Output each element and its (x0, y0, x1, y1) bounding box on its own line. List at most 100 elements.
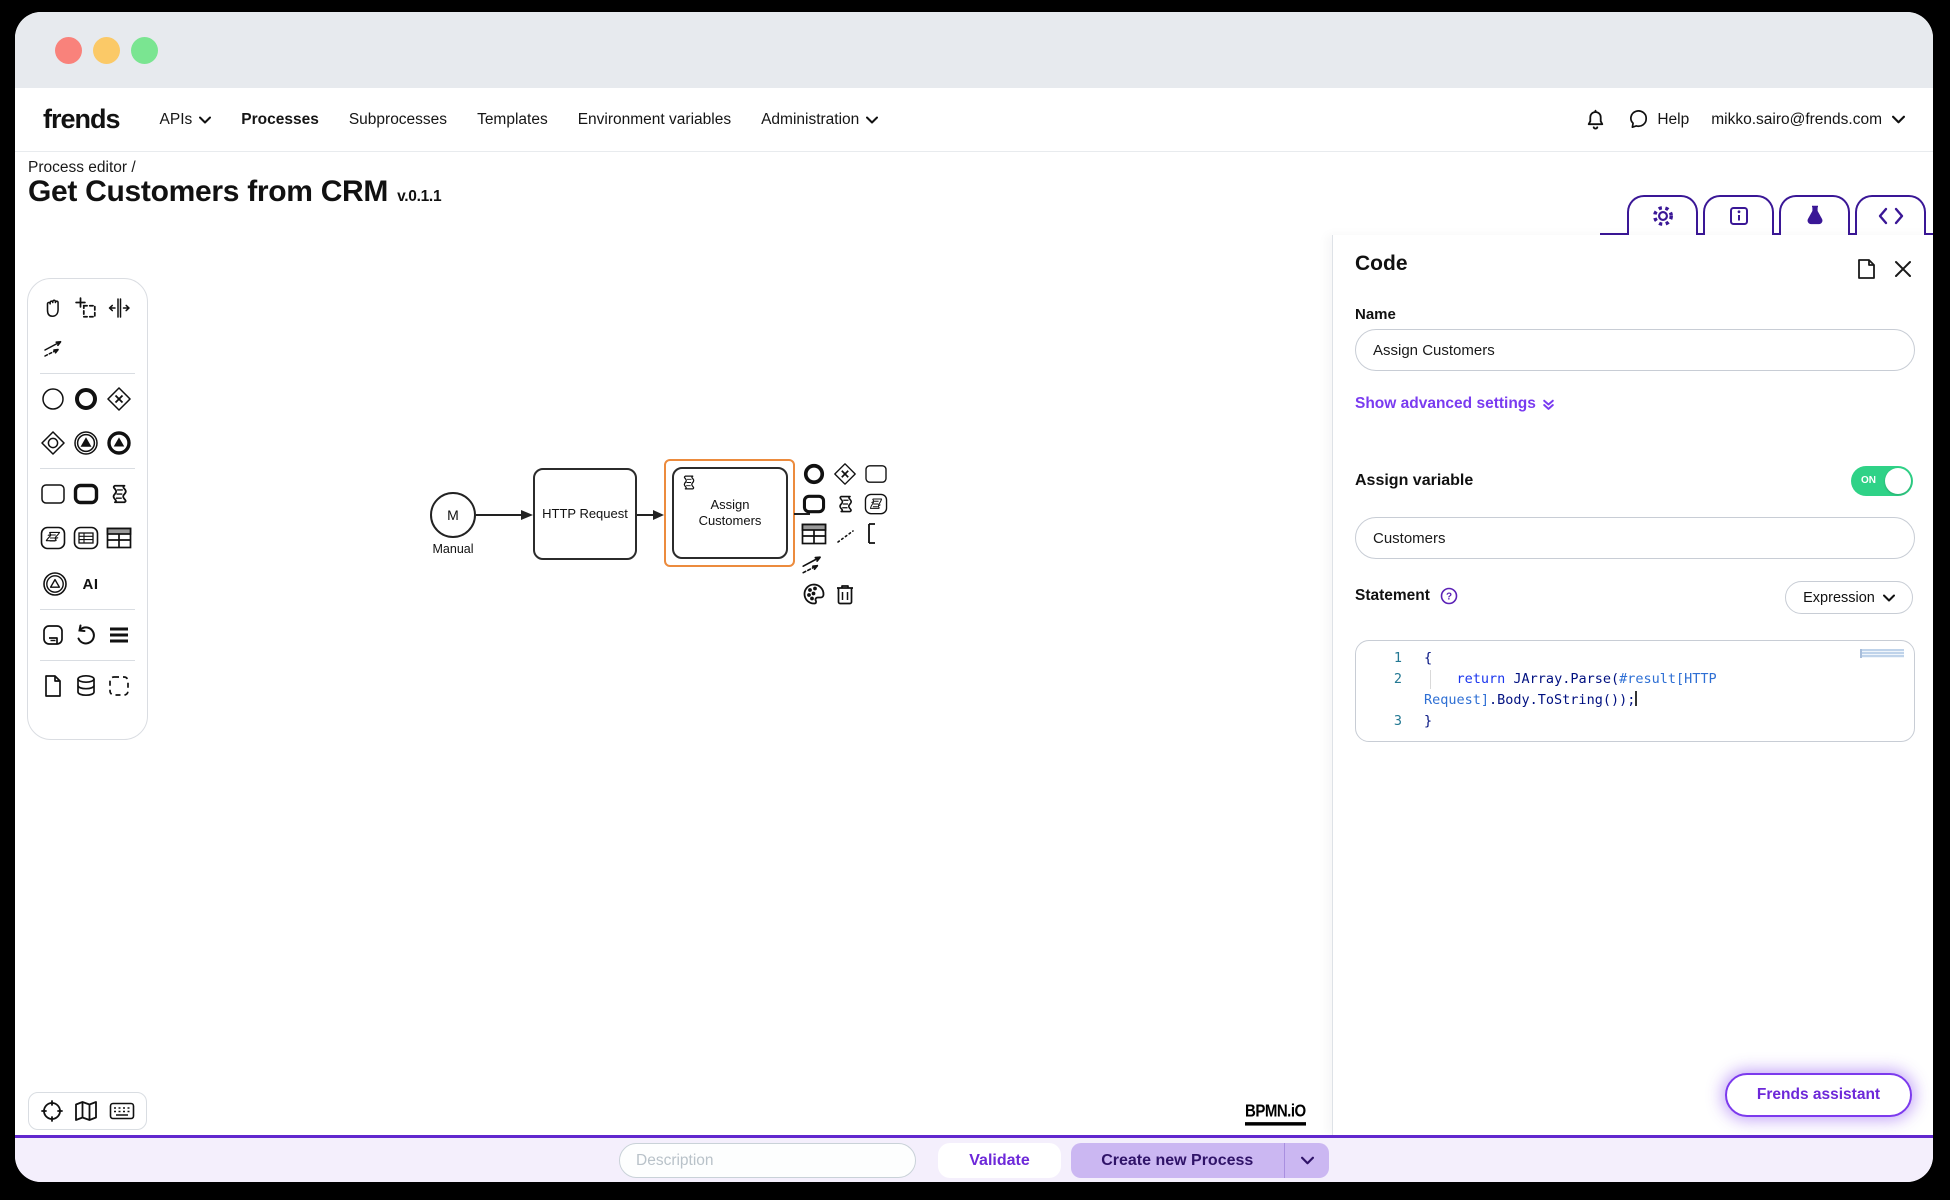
color-picker-icon[interactable] (801, 581, 827, 607)
toggle-knob (1885, 468, 1911, 494)
copy-document-icon[interactable] (1857, 258, 1876, 280)
throw-event-icon[interactable] (104, 426, 134, 460)
line-number: 1 (1393, 650, 1402, 666)
append-task-icon[interactable] (863, 461, 889, 487)
append-gateway-icon[interactable] (832, 461, 858, 487)
nav-item-processes[interactable]: Processes (241, 111, 319, 129)
description-input[interactable] (619, 1143, 916, 1178)
reset-viewport-icon[interactable] (40, 1100, 63, 1122)
frends-logo[interactable]: frends (43, 104, 121, 134)
select-area-icon[interactable] (104, 669, 134, 703)
close-window-button[interactable] (55, 36, 82, 64)
tab-settings[interactable] (1627, 195, 1698, 235)
minimize-window-button[interactable] (93, 36, 120, 64)
chat-bubble-icon (1630, 110, 1648, 128)
statement-label: Statement (1355, 587, 1430, 604)
append-call-activity-icon[interactable] (801, 491, 827, 517)
notifications-bell-icon[interactable] (1585, 109, 1606, 131)
assign-variable-toggle[interactable]: ON (1851, 466, 1913, 496)
event-subprocess-icon[interactable] (38, 567, 71, 601)
nav-item-label: Administration (761, 110, 860, 128)
code-reference: #result[HTTP Request] (1424, 671, 1725, 708)
inclusive-gateway-icon[interactable] (38, 426, 68, 460)
sequence-flow-arrow (637, 510, 664, 520)
space-tool-icon[interactable] (104, 291, 134, 325)
task-icon[interactable] (38, 477, 68, 511)
decision-table-task-icon[interactable] (71, 521, 101, 555)
svg-text:?: ? (1446, 592, 1452, 603)
help-label: Help (1657, 110, 1690, 128)
create-new-process-button[interactable]: Create new Process (1071, 1143, 1329, 1178)
start-event-icon[interactable] (38, 382, 68, 416)
table-icon[interactable] (104, 521, 134, 555)
start-event-node[interactable]: M (430, 492, 476, 538)
code-line: 2 return JArray.Parse(#result[HTTP Reque… (1368, 669, 1902, 711)
toggle-state-label: ON (1861, 475, 1876, 486)
minimap-toggle-icon[interactable] (74, 1100, 98, 1122)
script-task-icon[interactable] (38, 521, 68, 555)
delete-trash-icon[interactable] (832, 581, 858, 607)
ai-task-icon[interactable]: AI (74, 567, 107, 601)
lasso-tool-icon[interactable] (71, 291, 101, 325)
process-name: Get Customers from CRM (28, 175, 389, 208)
double-chevron-down-icon (1543, 399, 1554, 410)
nav-item-label: Templates (477, 110, 548, 128)
statement-row: Statement ? (1355, 587, 1458, 605)
nav-item-environment-variables[interactable]: Environment variables (578, 111, 731, 129)
global-connect-tool-icon[interactable] (38, 331, 71, 365)
append-script-icon[interactable] (832, 491, 858, 517)
nav-item-subprocesses[interactable]: Subprocesses (349, 111, 447, 129)
database-icon[interactable] (71, 669, 101, 703)
append-text-annotation-icon[interactable] (832, 521, 880, 547)
name-input[interactable] (1355, 329, 1915, 371)
menu-icon[interactable] (104, 618, 134, 652)
show-advanced-settings-link[interactable]: Show advanced settings (1355, 395, 1555, 413)
tab-code[interactable] (1855, 195, 1926, 235)
variable-name-input[interactable] (1355, 517, 1915, 559)
append-table-icon[interactable] (801, 521, 827, 547)
panel-tabs (1627, 195, 1926, 235)
statement-type-select[interactable]: Expression (1785, 581, 1913, 614)
indent-guide (1430, 670, 1431, 689)
tab-test[interactable] (1779, 195, 1850, 235)
task-assign-customers[interactable]: Assign Customers (672, 467, 788, 559)
undo-icon[interactable] (71, 618, 101, 652)
editor-minimap (1860, 649, 1904, 658)
user-menu[interactable]: mikko.sairo@frends.com (1711, 111, 1905, 129)
task-http-request[interactable]: HTTP Request (533, 468, 637, 560)
call-activity-icon[interactable] (71, 477, 101, 511)
help-button[interactable]: Help (1628, 109, 1689, 130)
append-script-task-icon[interactable] (863, 491, 889, 517)
frends-assistant-button[interactable]: Frends assistant (1725, 1073, 1912, 1117)
nav-item-templates[interactable]: Templates (477, 111, 548, 129)
gear-icon (1652, 206, 1673, 226)
close-panel-icon[interactable] (1894, 258, 1912, 280)
code-text: JArray.Parse( (1505, 671, 1620, 687)
save-icon[interactable] (38, 618, 68, 652)
line-number: 2 (1393, 671, 1402, 687)
task-label: Assign Customers (698, 496, 762, 528)
hand-tool-icon[interactable] (38, 291, 68, 325)
nav-item-administration[interactable]: Administration (761, 110, 879, 129)
statement-help-icon[interactable]: ? (1440, 587, 1458, 605)
process-version: v.0.1.1 (397, 188, 442, 205)
code-text: } (1424, 713, 1433, 729)
intermediate-event-icon[interactable] (71, 426, 101, 460)
zoom-window-button[interactable] (131, 36, 158, 64)
breadcrumb[interactable]: Process editor / (28, 159, 136, 176)
sequence-flow-arrow (476, 510, 533, 520)
chevron-down-icon (199, 116, 212, 123)
end-event-icon[interactable] (71, 382, 101, 416)
bpmn-io-logo[interactable]: BPMN.iO (1245, 1101, 1306, 1126)
append-end-event-icon[interactable] (801, 461, 827, 487)
validate-button[interactable]: Validate (938, 1143, 1061, 1178)
new-file-icon[interactable] (38, 669, 68, 703)
exclusive-gateway-icon[interactable] (104, 382, 134, 416)
connect-tool-icon[interactable] (801, 551, 827, 577)
statement-code-editor[interactable]: 1 { 2 return JArray.Parse(#result[HTTP R… (1355, 640, 1915, 742)
create-process-dropdown[interactable] (1285, 1156, 1329, 1165)
keyboard-shortcuts-icon[interactable] (109, 1102, 135, 1120)
nav-item-apis[interactable]: APIs (160, 111, 212, 129)
tab-info[interactable] (1703, 195, 1774, 235)
script-icon[interactable] (104, 477, 134, 511)
